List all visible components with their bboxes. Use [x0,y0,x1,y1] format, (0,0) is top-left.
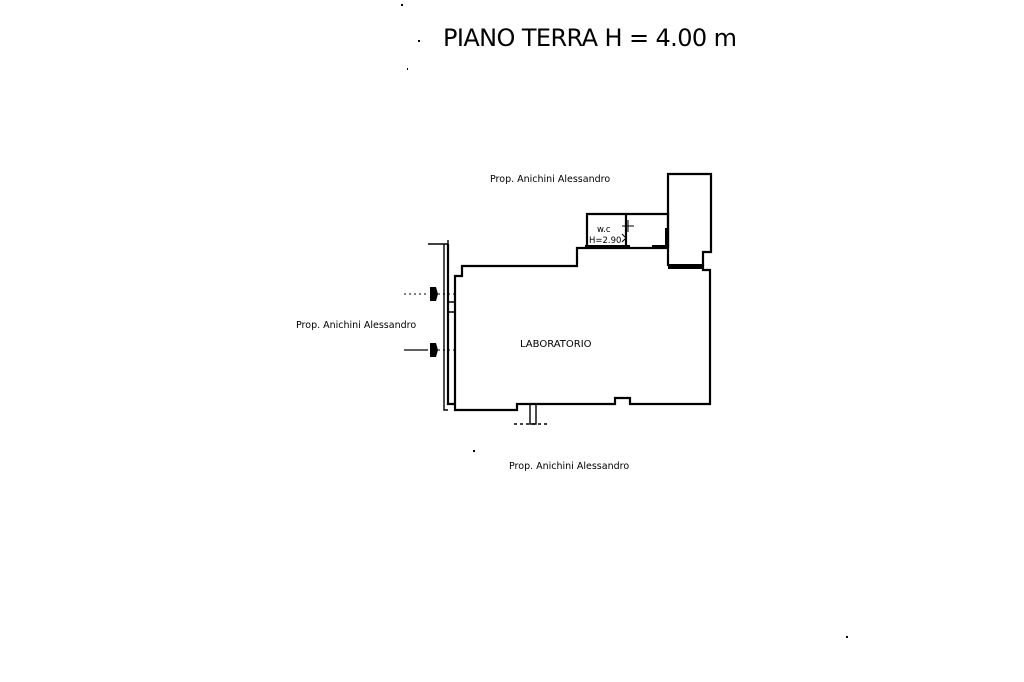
neighbor-label-north: Prop. Anichini Alessandro [490,174,610,185]
west-wall-detail [428,240,456,411]
window-west-lower [404,343,458,357]
south-entrance [514,404,550,425]
building-walls [446,172,713,412]
neighbor-label-west: Prop. Anichini Alessandro [296,320,416,331]
neighbor-label-south: Prop. Anichini Alessandro [509,461,629,472]
room-label-wc-height: H=2.90 [589,236,621,246]
window-west-upper [404,287,458,301]
wall-accents [585,228,704,269]
tower-walls [666,172,713,266]
page-title: PIANO TERRA H = 4.00 m [443,24,737,52]
room-label-wc: w.c [597,225,611,235]
wc-fixtures [621,220,634,243]
scan-noise [401,4,848,638]
perimeter-wall [446,244,712,412]
room-label-laboratorio: LABORATORIO [520,339,592,350]
